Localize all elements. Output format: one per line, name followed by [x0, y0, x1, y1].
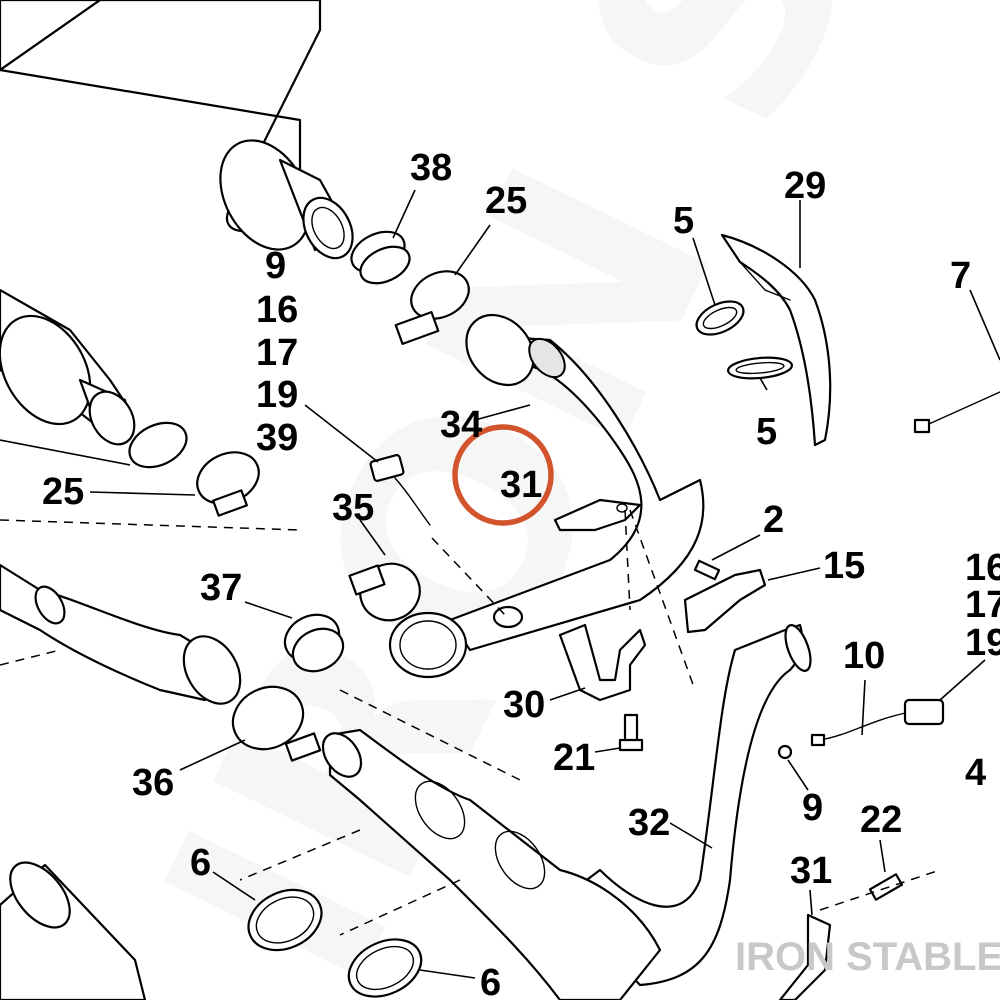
- callout-16-upper[interactable]: 16: [256, 289, 298, 331]
- bolt-2: [693, 559, 721, 581]
- lower-muffler: [0, 861, 147, 1000]
- stud-22: [868, 873, 904, 901]
- callout-7[interactable]: 7: [950, 255, 971, 297]
- callout-25-lower[interactable]: 25: [42, 471, 84, 513]
- callout-25-upper[interactable]: 25: [485, 180, 527, 222]
- callout-34[interactable]: 34: [440, 404, 482, 446]
- oxygen-sensor-10: [810, 698, 945, 747]
- middle-muffler: [0, 288, 136, 446]
- assembly-guide-lines: [0, 509, 941, 936]
- clamp-25-upper: [394, 270, 470, 345]
- collector-pipe: [321, 728, 662, 1000]
- callout-2[interactable]: 2: [763, 499, 784, 541]
- sleeve-37: [283, 613, 345, 673]
- band-clamp-6-upper: [247, 888, 323, 952]
- clamp-35: [348, 562, 421, 622]
- callout-35[interactable]: 35: [332, 487, 374, 529]
- callout-21[interactable]: 21: [553, 737, 595, 779]
- sleeve-38: [350, 230, 411, 285]
- callout-16-right[interactable]: 16: [965, 547, 1000, 589]
- callout-38[interactable]: 38: [410, 147, 452, 189]
- cable-tie-7: [913, 391, 1000, 434]
- bracket-15: [683, 568, 767, 634]
- callout-39[interactable]: 39: [256, 417, 298, 459]
- clamp-5-upper: [695, 300, 745, 336]
- bracket-31-upper: [553, 498, 642, 532]
- watermark-stamp: IRON STABLE: [735, 935, 1000, 979]
- band-clamp-6-lower: [347, 938, 423, 998]
- callout-15[interactable]: 15: [823, 545, 865, 587]
- front-header-pipe: [388, 313, 705, 679]
- callout-37[interactable]: 37: [200, 567, 242, 609]
- callout-30[interactable]: 30: [503, 684, 545, 726]
- callout-17-upper[interactable]: 17: [256, 332, 298, 374]
- callout-labels: 38 25 29 5 7 9 16 17 19 39 34 31 5 25 35…: [42, 147, 1000, 1000]
- bracket-30: [558, 623, 647, 702]
- left-tail-pipe: [0, 563, 242, 705]
- washer-9: [777, 744, 793, 760]
- callout-9-lower[interactable]: 9: [802, 787, 823, 829]
- callout-29[interactable]: 29: [784, 165, 826, 207]
- callout-5-lower[interactable]: 5: [756, 411, 777, 453]
- callout-10[interactable]: 10: [843, 635, 885, 677]
- callout-31-highlighted[interactable]: 31: [500, 464, 542, 506]
- bracket-31-lower: [778, 913, 832, 1000]
- callout-36[interactable]: 36: [132, 762, 174, 804]
- rear-header-pipe: [558, 623, 812, 987]
- bolt-21: [618, 713, 644, 752]
- clamp-25-lower: [128, 421, 260, 517]
- callout-32[interactable]: 32: [628, 802, 670, 844]
- heat-shield: [720, 233, 832, 447]
- callout-31-lower[interactable]: 31: [790, 850, 832, 892]
- upper-muffler: [0, 0, 354, 260]
- callout-22[interactable]: 22: [860, 799, 902, 841]
- callout-9-upper[interactable]: 9: [265, 245, 286, 287]
- callout-6-lower[interactable]: 6: [480, 962, 501, 1000]
- callout-17-right[interactable]: 17: [965, 584, 1000, 626]
- callout-4[interactable]: 4: [965, 752, 986, 794]
- highlight-ring: [452, 424, 554, 526]
- callout-5-upper[interactable]: 5: [673, 200, 694, 242]
- callout-6-upper[interactable]: 6: [190, 842, 211, 884]
- callout-19-upper[interactable]: 19: [256, 374, 298, 416]
- oxygen-sensor-upper: [369, 454, 431, 526]
- clamp-36: [231, 685, 322, 762]
- leader-lines: [0, 189, 1000, 979]
- callout-19-right[interactable]: 19: [965, 622, 1000, 664]
